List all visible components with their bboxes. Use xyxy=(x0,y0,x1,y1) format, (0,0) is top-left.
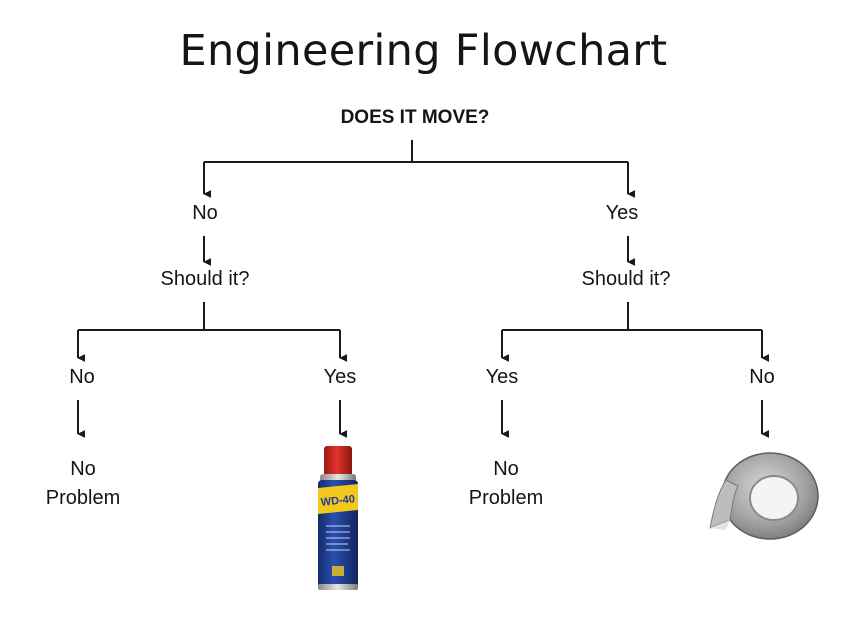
root-question: DOES IT MOVE? xyxy=(340,107,490,128)
answer-right-yes: Yes xyxy=(485,366,519,388)
answer-no: No xyxy=(192,202,218,224)
question-should-it-right: Should it? xyxy=(581,268,671,290)
left-should-it-connector xyxy=(78,302,340,331)
duct-tape-image xyxy=(709,452,819,540)
answer-left-no: No xyxy=(69,366,95,388)
result-no-problem-right: No Problem xyxy=(469,455,543,513)
root-connector xyxy=(204,140,628,163)
wd40-logo-text: WD-40 xyxy=(320,493,355,509)
result-no-problem-left: No Problem xyxy=(46,455,120,513)
result-line-2: Problem xyxy=(468,487,544,509)
right-should-it-connector xyxy=(502,302,762,331)
answer-right-no: No xyxy=(749,366,775,388)
wd40-can-image: WD-40 xyxy=(318,446,358,590)
result-line-2: Problem xyxy=(45,487,121,509)
result-line-1: No xyxy=(493,458,519,480)
flowchart-title: Engineering Flowchart xyxy=(179,26,668,76)
answer-left-yes: Yes xyxy=(323,366,357,388)
result-line-1: No xyxy=(70,458,96,480)
answer-yes: Yes xyxy=(605,202,639,224)
question-should-it-left: Should it? xyxy=(160,268,250,290)
